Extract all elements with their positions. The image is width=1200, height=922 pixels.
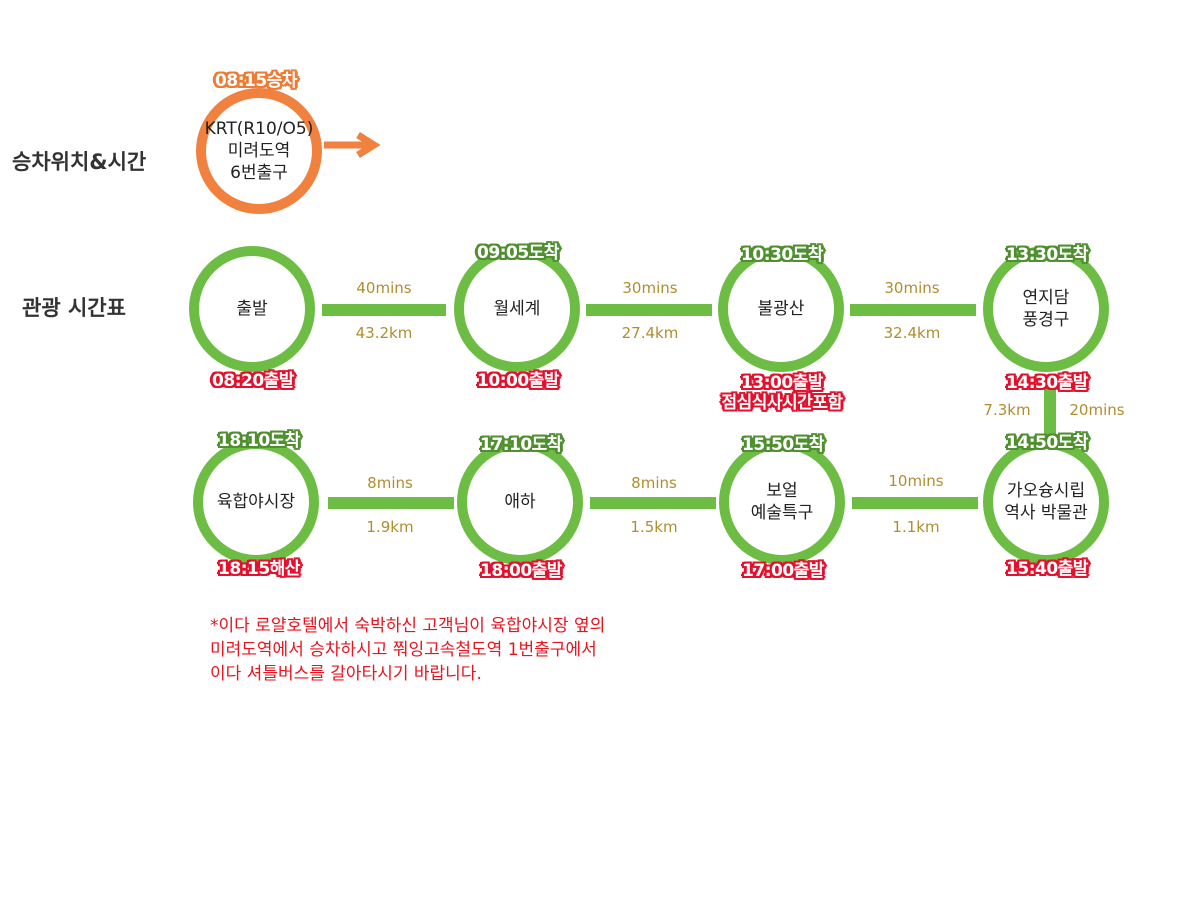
stop-name: 출발: [236, 298, 268, 319]
leg-bar: [852, 497, 978, 509]
leg-time: 8mins: [631, 474, 677, 492]
pickup-time: 08:15승차: [215, 71, 297, 91]
stop-circle: 월세계: [454, 246, 580, 372]
depart-time: 10:00출발: [477, 371, 559, 391]
depart-time: 18:00출발: [480, 561, 562, 581]
arrive-time: 17:10도착: [480, 435, 562, 455]
stop-circle: 애하: [457, 439, 583, 565]
stop-circle: 보얼 예술특구: [719, 439, 845, 565]
leg-distance: 32.4km: [883, 324, 941, 342]
leg-time: 10mins: [888, 472, 944, 490]
stop-circle: 출발: [189, 246, 315, 372]
arrive-time: 10:30도착: [741, 245, 823, 265]
leg-time: 30mins: [884, 279, 940, 297]
arrive-time: 15:50도착: [742, 435, 824, 455]
leg-distance: 43.2km: [355, 324, 413, 342]
stop-circle: 연지담 풍경구: [983, 246, 1109, 372]
stop-circle: 가오슝시립 역사 박물관: [983, 439, 1109, 565]
pickup-heading: 승차위치&시간: [12, 150, 147, 174]
stop-name: 애하: [504, 491, 536, 512]
leg-time: 40mins: [356, 279, 412, 297]
arrow-right-icon: [324, 132, 381, 158]
leg-distance: 1.9km: [366, 518, 414, 536]
pickup-location: KRT(R10/O5) 미려도역 6번출구: [204, 118, 314, 184]
leg-time: 30mins: [622, 279, 678, 297]
leg-bar: [1044, 378, 1056, 442]
schedule-heading: 관광 시간표: [22, 296, 126, 320]
leg-bar: [322, 304, 446, 316]
leg-distance: 1.1km: [892, 518, 940, 536]
leg-distance: 27.4km: [621, 324, 679, 342]
stop-name: 월세계: [493, 298, 541, 319]
depart-time: 08:20출발: [212, 371, 294, 391]
depart-time: 17:00출발: [742, 561, 824, 581]
lunch-note: 점심식사시간포함: [721, 393, 843, 413]
stop-name: 가오슝시립 역사 박물관: [1004, 480, 1088, 523]
leg-time: 8mins: [367, 474, 413, 492]
leg-bar: [850, 304, 976, 316]
stop-name: 불광산: [757, 298, 805, 319]
depart-time: 14:30출발: [1006, 373, 1088, 393]
depart-time: 13:00출발: [741, 373, 823, 393]
leg-bar: [328, 497, 454, 509]
arrive-time: 09:05도착: [477, 243, 559, 263]
arrive-time: 14:50도착: [1006, 433, 1088, 453]
arrive-time: 13:30도착: [1006, 245, 1088, 265]
stop-circle: 육합야시장: [193, 439, 319, 565]
depart-time: 18:15해산: [218, 559, 300, 579]
stop-name: 육합야시장: [216, 491, 296, 512]
pickup-circle: KRT(R10/O5) 미려도역 6번출구: [196, 88, 322, 214]
leg-bar: [590, 497, 716, 509]
stop-name: 보얼 예술특구: [750, 480, 814, 523]
leg-distance: 7.3km: [983, 401, 1031, 419]
leg-time: 20mins: [1069, 401, 1125, 419]
leg-distance: 1.5km: [630, 518, 678, 536]
stop-circle: 불광산: [718, 246, 844, 372]
leg-bar: [586, 304, 712, 316]
transfer-note: *이다 로얄호텔에서 숙박하신 고객님이 육합야시장 옆의 미려도역에서 승차하…: [210, 616, 606, 684]
depart-time: 15:40출발: [1006, 559, 1088, 579]
arrive-time: 18:10도착: [218, 431, 300, 451]
stop-name: 연지담 풍경구: [1022, 287, 1070, 330]
